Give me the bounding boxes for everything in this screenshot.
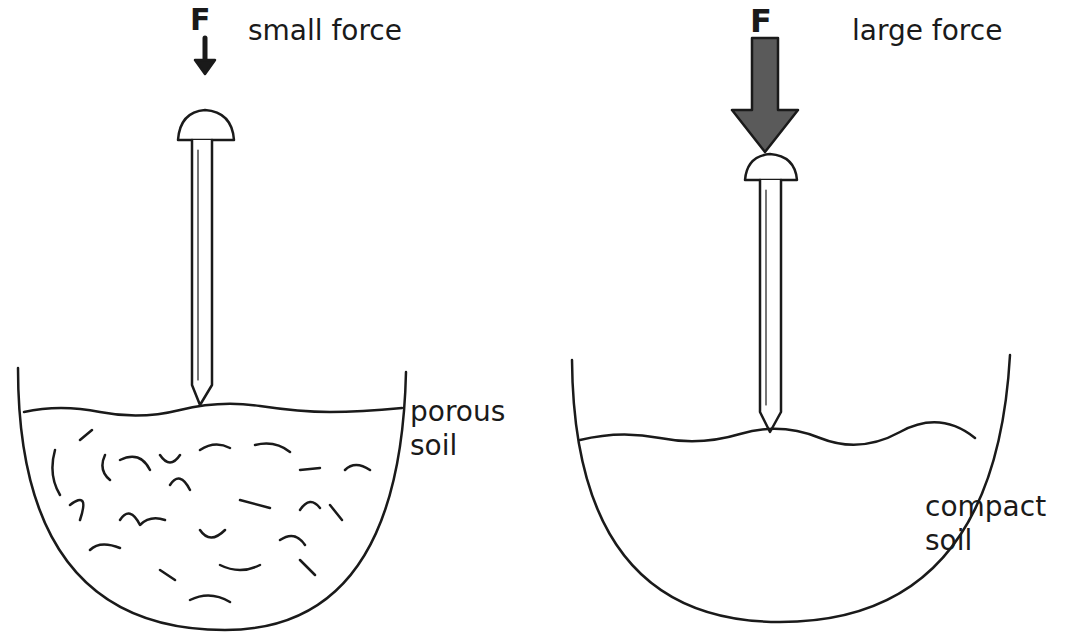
nail bbox=[178, 110, 234, 405]
text-label: F bbox=[750, 2, 790, 40]
text-label: small force bbox=[248, 14, 468, 48]
text-label: porous soil bbox=[410, 395, 520, 462]
text-label: compact soil bbox=[925, 490, 1075, 557]
large-force-arrow bbox=[732, 38, 798, 152]
compact-soil-bowl bbox=[572, 355, 1010, 622]
text-label: F bbox=[190, 2, 230, 38]
porous-soil-bowl bbox=[18, 368, 406, 630]
text-label: large force bbox=[852, 14, 1082, 48]
nail bbox=[745, 154, 797, 432]
small-force-arrow bbox=[195, 38, 215, 74]
